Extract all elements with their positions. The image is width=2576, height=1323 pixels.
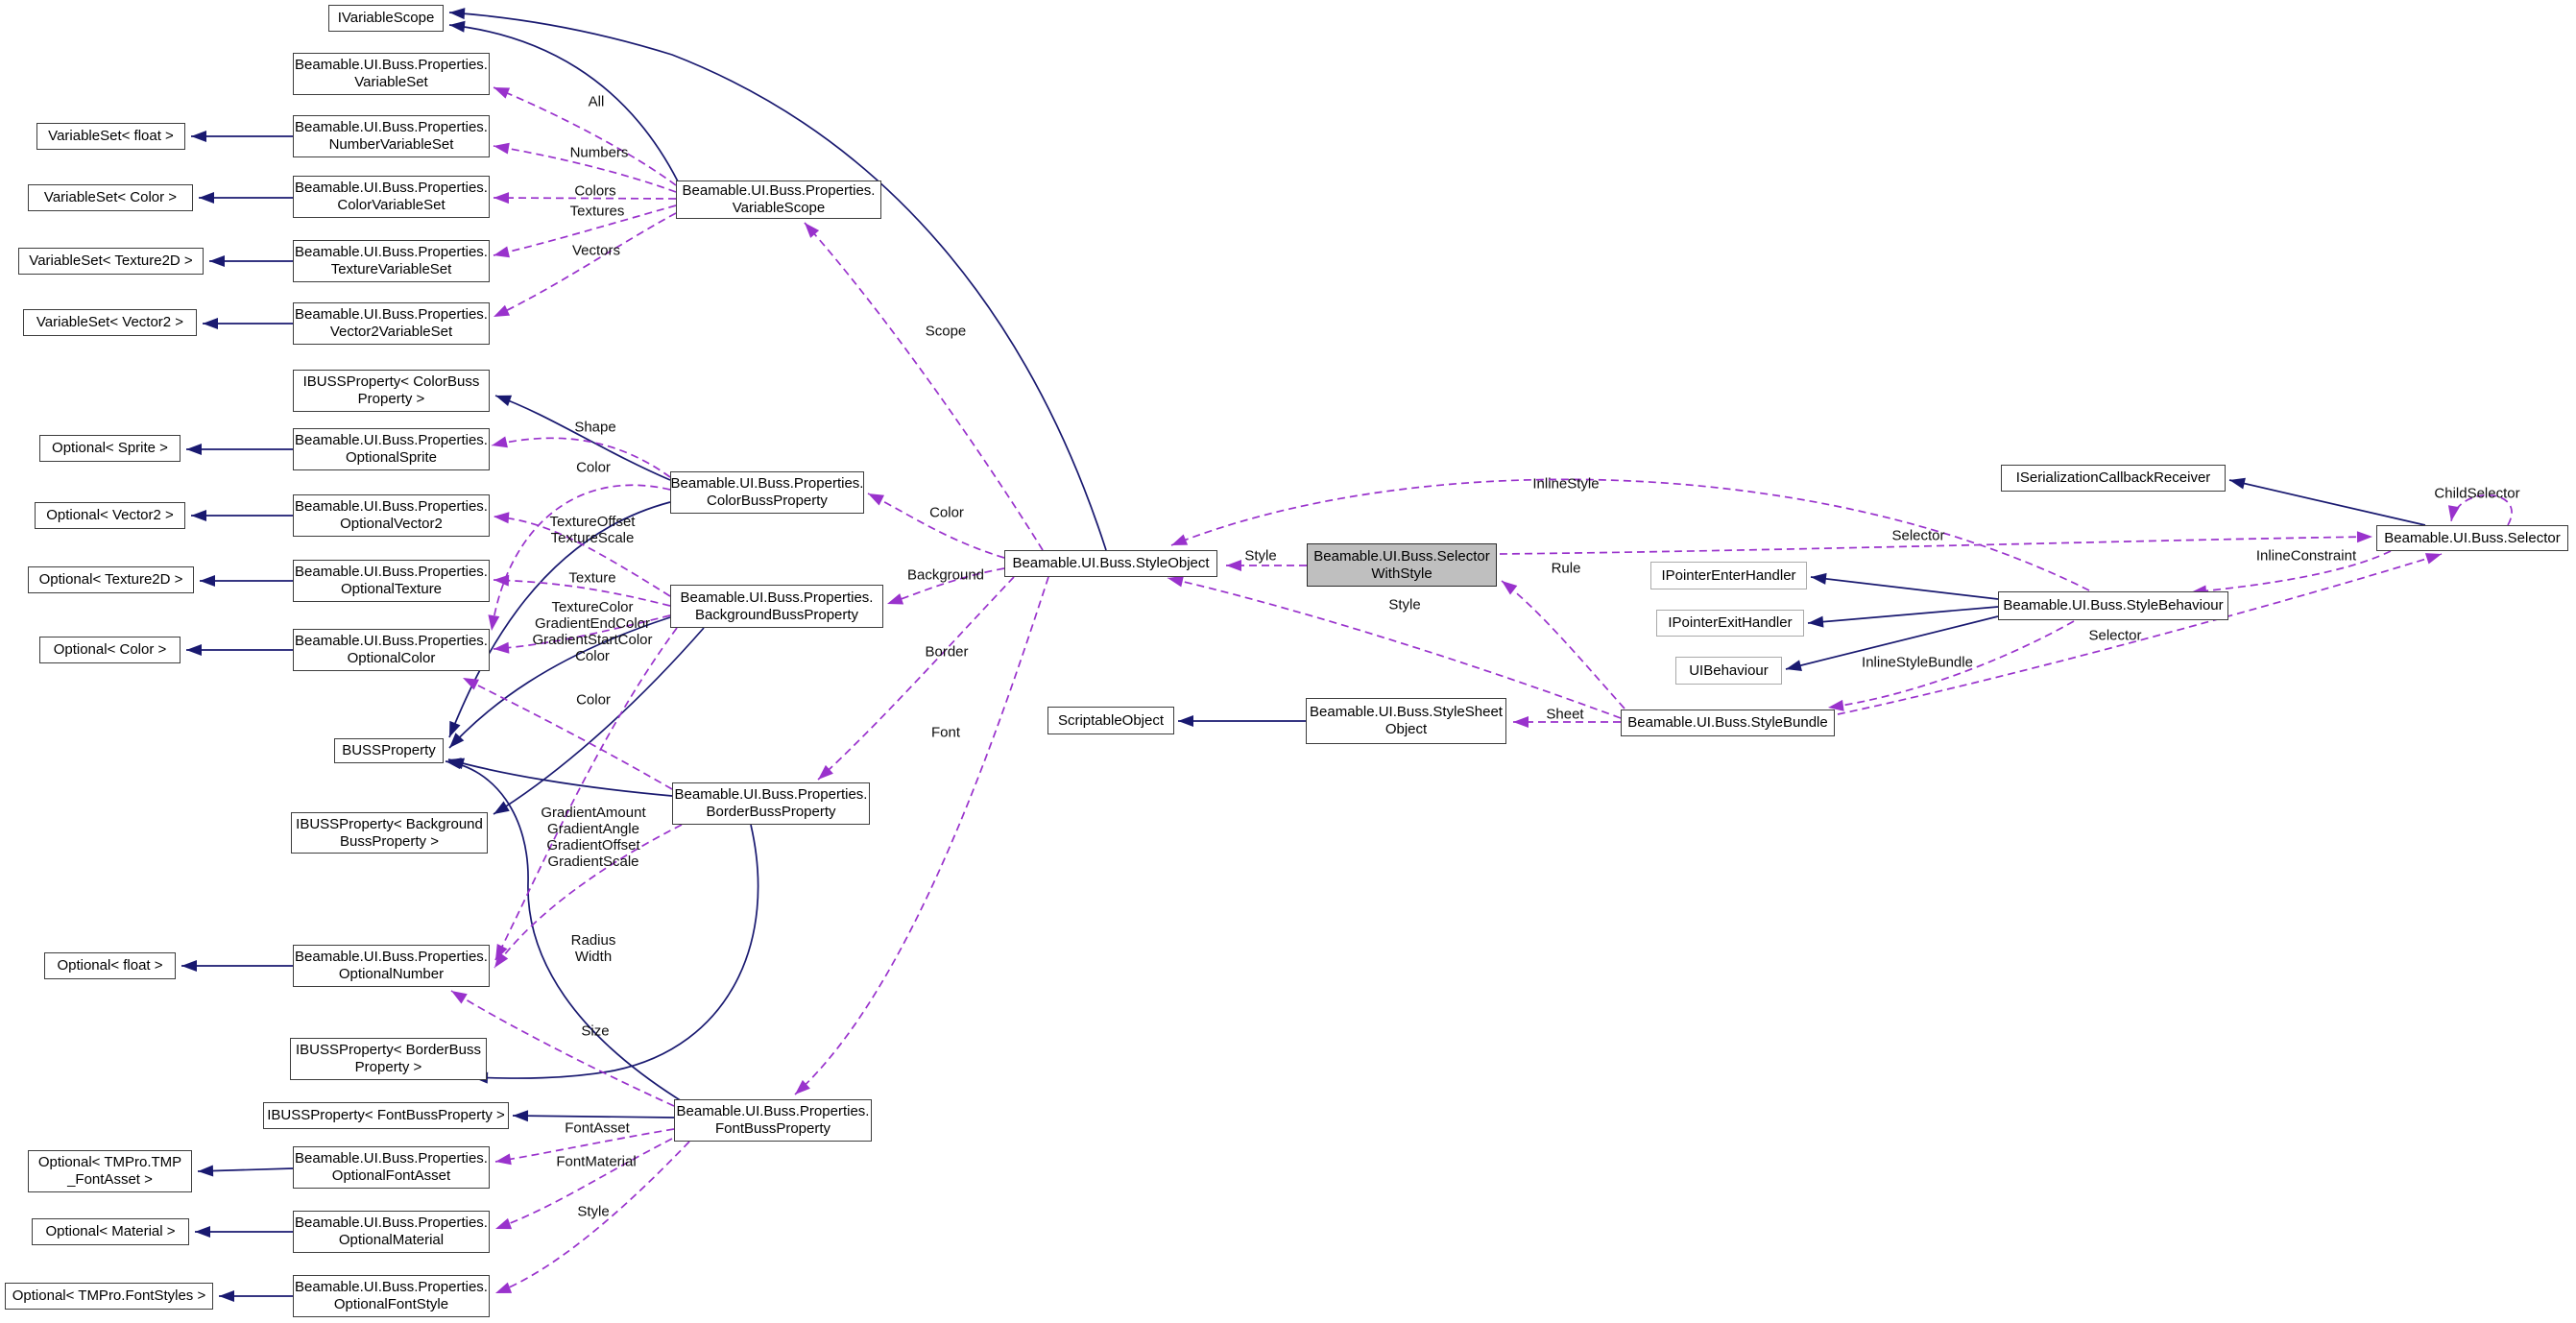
node-style-object[interactable]: Beamable.UI.Buss.StyleObject bbox=[1004, 550, 1217, 577]
node-prop-optional-font-asset[interactable]: Beamable.UI.Buss.Properties. OptionalFon… bbox=[293, 1146, 490, 1189]
node-font-buss-property[interactable]: Beamable.UI.Buss.Properties. FontBussPro… bbox=[674, 1099, 872, 1142]
node-prop-optional-material[interactable]: Beamable.UI.Buss.Properties. OptionalMat… bbox=[293, 1211, 490, 1253]
edge-border-buss-property-to-prop-optional-number bbox=[494, 824, 683, 969]
edge-style-object-to-variable-scope bbox=[804, 222, 1044, 551]
edge-color-buss-property-to-bussproperty bbox=[448, 501, 671, 738]
edge-selector-to-style-behaviour bbox=[2190, 550, 2392, 597]
node-background-buss-property[interactable]: Beamable.UI.Buss.Properties. BackgroundB… bbox=[670, 585, 883, 628]
node-color-buss-property[interactable]: Beamable.UI.Buss.Properties. ColorBussPr… bbox=[670, 471, 864, 514]
node-ibussprop-border[interactable]: IBUSSProperty< BorderBuss Property > bbox=[290, 1038, 487, 1080]
edge-color-buss-property-to-ibussprop-color bbox=[494, 395, 671, 481]
node-prop-optional-font-style[interactable]: Beamable.UI.Buss.Properties. OptionalFon… bbox=[293, 1275, 490, 1317]
edge-background-buss-property-to-prop-optional-vector2 bbox=[493, 512, 671, 597]
edge-style-object-to-background-buss-property bbox=[886, 567, 1005, 605]
edge-style-bundle-to-selector bbox=[1837, 553, 2443, 715]
node-border-buss-property[interactable]: Beamable.UI.Buss.Properties. BorderBussP… bbox=[672, 782, 870, 825]
node-bussproperty[interactable]: BUSSProperty bbox=[334, 738, 444, 763]
node-variable-set-texture2-d[interactable]: VariableSet< Texture2D > bbox=[18, 248, 204, 275]
node-prop-optional-number[interactable]: Beamable.UI.Buss.Properties. OptionalNum… bbox=[293, 945, 490, 987]
node-prop-optional-texture[interactable]: Beamable.UI.Buss.Properties. OptionalTex… bbox=[293, 560, 490, 602]
node-ibussprop-font[interactable]: IBUSSProperty< FontBussProperty > bbox=[263, 1102, 509, 1129]
edge-background-buss-property-to-prop-optional-number bbox=[494, 627, 678, 961]
edge-border-buss-property-to-prop-optional-color bbox=[462, 677, 673, 790]
edge-background-buss-property-to-prop-optional-texture bbox=[493, 574, 671, 607]
edge-color-buss-property-to-prop-optional-color bbox=[488, 484, 671, 632]
edge-selector-to-iserialization-callback-receiver bbox=[2228, 477, 2426, 526]
node-style-bundle[interactable]: Beamable.UI.Buss.StyleBundle bbox=[1621, 710, 1835, 736]
node-opt-sprite[interactable]: Optional< Sprite > bbox=[39, 435, 181, 462]
node-prop-variable-set[interactable]: Beamable.UI.Buss.Properties. VariableSet bbox=[293, 53, 490, 95]
node-ibussprop-color[interactable]: IBUSSProperty< ColorBuss Property > bbox=[293, 370, 490, 412]
edge-variable-scope-to-prop-variable-set bbox=[493, 86, 677, 186]
node-opt-material[interactable]: Optional< Material > bbox=[32, 1218, 189, 1245]
edge-style-behaviour-to-ipointer-exit-handler bbox=[1807, 606, 1999, 628]
edge-style-object-to-font-buss-property bbox=[794, 576, 1049, 1095]
node-opt-vector2[interactable]: Optional< Vector2 > bbox=[35, 502, 185, 529]
node-variable-set-float[interactable]: VariableSet< float > bbox=[36, 123, 185, 150]
edge-style-behaviour-to-style-object bbox=[1170, 478, 2090, 591]
edge-background-buss-property-to-ibussprop-background bbox=[493, 627, 705, 815]
edge-border-buss-property-to-bussproperty bbox=[447, 758, 673, 797]
node-style-behaviour[interactable]: Beamable.UI.Buss.StyleBehaviour bbox=[1998, 591, 2228, 620]
edge-style-bundle-to-style-object bbox=[1167, 575, 1622, 719]
node-prop-vector2-variable-set[interactable]: Beamable.UI.Buss.Properties. Vector2Vari… bbox=[293, 302, 490, 345]
edge-style-bundle-to-selector-with-style bbox=[1501, 580, 1625, 710]
node-selector[interactable]: Beamable.UI.Buss.Selector bbox=[2376, 525, 2568, 551]
node-variable-set-color[interactable]: VariableSet< Color > bbox=[28, 184, 193, 211]
node-opt-tmpro-font-styles[interactable]: Optional< TMPro.FontStyles > bbox=[5, 1283, 213, 1310]
node-uibehaviour[interactable]: UIBehaviour bbox=[1675, 657, 1782, 685]
node-scriptable-object[interactable]: ScriptableObject bbox=[1047, 707, 1174, 734]
node-prop-optional-color[interactable]: Beamable.UI.Buss.Properties. OptionalCol… bbox=[293, 629, 490, 671]
edge-prop-optional-font-asset-to-opt-tmpfont-asset bbox=[197, 1165, 294, 1177]
node-variable-scope[interactable]: Beamable.UI.Buss.Properties. VariableSco… bbox=[676, 180, 881, 219]
edge-selector-to-selector bbox=[2447, 493, 2513, 526]
node-ipointer-enter-handler[interactable]: IPointerEnterHandler bbox=[1650, 562, 1807, 589]
node-prop-optional-vector2[interactable]: Beamable.UI.Buss.Properties. OptionalVec… bbox=[293, 494, 490, 537]
edge-font-buss-property-to-prop-optional-font-style bbox=[494, 1141, 690, 1294]
edge-variable-scope-to-prop-vector2-variable-set bbox=[493, 212, 677, 318]
node-ivariable-scope[interactable]: IVariableScope bbox=[328, 5, 444, 32]
node-prop-texture-variable-set[interactable]: Beamable.UI.Buss.Properties. TextureVari… bbox=[293, 240, 490, 282]
edge-style-behaviour-to-ipointer-enter-handler bbox=[1810, 572, 1999, 600]
edge-border-buss-property-to-ibussprop-border bbox=[471, 824, 759, 1084]
edge-style-object-to-border-buss-property bbox=[817, 576, 1015, 781]
edge-variable-scope-to-prop-number-variable-set bbox=[493, 142, 677, 193]
node-selector-with-style[interactable]: Beamable.UI.Buss.Selector WithStyle bbox=[1307, 543, 1497, 587]
edge-variable-scope-to-ivariable-scope bbox=[448, 20, 679, 182]
edge-style-behaviour-to-style-bundle bbox=[1827, 620, 2075, 711]
edge-variable-scope-to-prop-color-variable-set bbox=[493, 192, 677, 204]
edge-selector-with-style-to-selector bbox=[1499, 531, 2373, 555]
edge-color-buss-property-to-prop-optional-sprite bbox=[491, 436, 671, 478]
node-prop-number-variable-set[interactable]: Beamable.UI.Buss.Properties. NumberVaria… bbox=[293, 115, 490, 157]
edge-font-buss-property-to-bussproperty bbox=[445, 758, 683, 1102]
edge-style-object-to-ivariable-scope bbox=[448, 8, 1107, 551]
edge-font-buss-property-to-ibussprop-font bbox=[512, 1110, 675, 1122]
edge-font-buss-property-to-prop-optional-material bbox=[494, 1138, 673, 1230]
node-opt-texture2-d[interactable]: Optional< Texture2D > bbox=[28, 566, 194, 593]
node-opt-float[interactable]: Optional< float > bbox=[44, 952, 176, 979]
node-style-sheet-object[interactable]: Beamable.UI.Buss.StyleSheet Object bbox=[1306, 698, 1506, 744]
node-iserialization-callback-receiver[interactable]: ISerializationCallbackReceiver bbox=[2001, 465, 2226, 492]
edge-style-object-to-color-buss-property bbox=[867, 493, 1005, 559]
node-ibussprop-background[interactable]: IBUSSProperty< Background BussProperty > bbox=[291, 812, 488, 854]
node-variable-set-vector2[interactable]: VariableSet< Vector2 > bbox=[23, 309, 197, 336]
edge-background-buss-property-to-prop-optional-color bbox=[493, 614, 671, 654]
edge-variable-scope-to-prop-texture-variable-set bbox=[493, 204, 677, 258]
edge-style-behaviour-to-uibehaviour bbox=[1785, 615, 1999, 671]
node-opt-tmpfont-asset[interactable]: Optional< TMPro.TMP _FontAsset > bbox=[28, 1150, 192, 1192]
edge-font-buss-property-to-prop-optional-number bbox=[450, 990, 675, 1107]
node-ipointer-exit-handler[interactable]: IPointerExitHandler bbox=[1656, 610, 1804, 637]
edge-background-buss-property-to-bussproperty bbox=[448, 616, 671, 749]
node-prop-optional-sprite[interactable]: Beamable.UI.Buss.Properties. OptionalSpr… bbox=[293, 428, 490, 470]
node-prop-color-variable-set[interactable]: Beamable.UI.Buss.Properties. ColorVariab… bbox=[293, 176, 490, 218]
node-opt-color[interactable]: Optional< Color > bbox=[39, 637, 181, 663]
